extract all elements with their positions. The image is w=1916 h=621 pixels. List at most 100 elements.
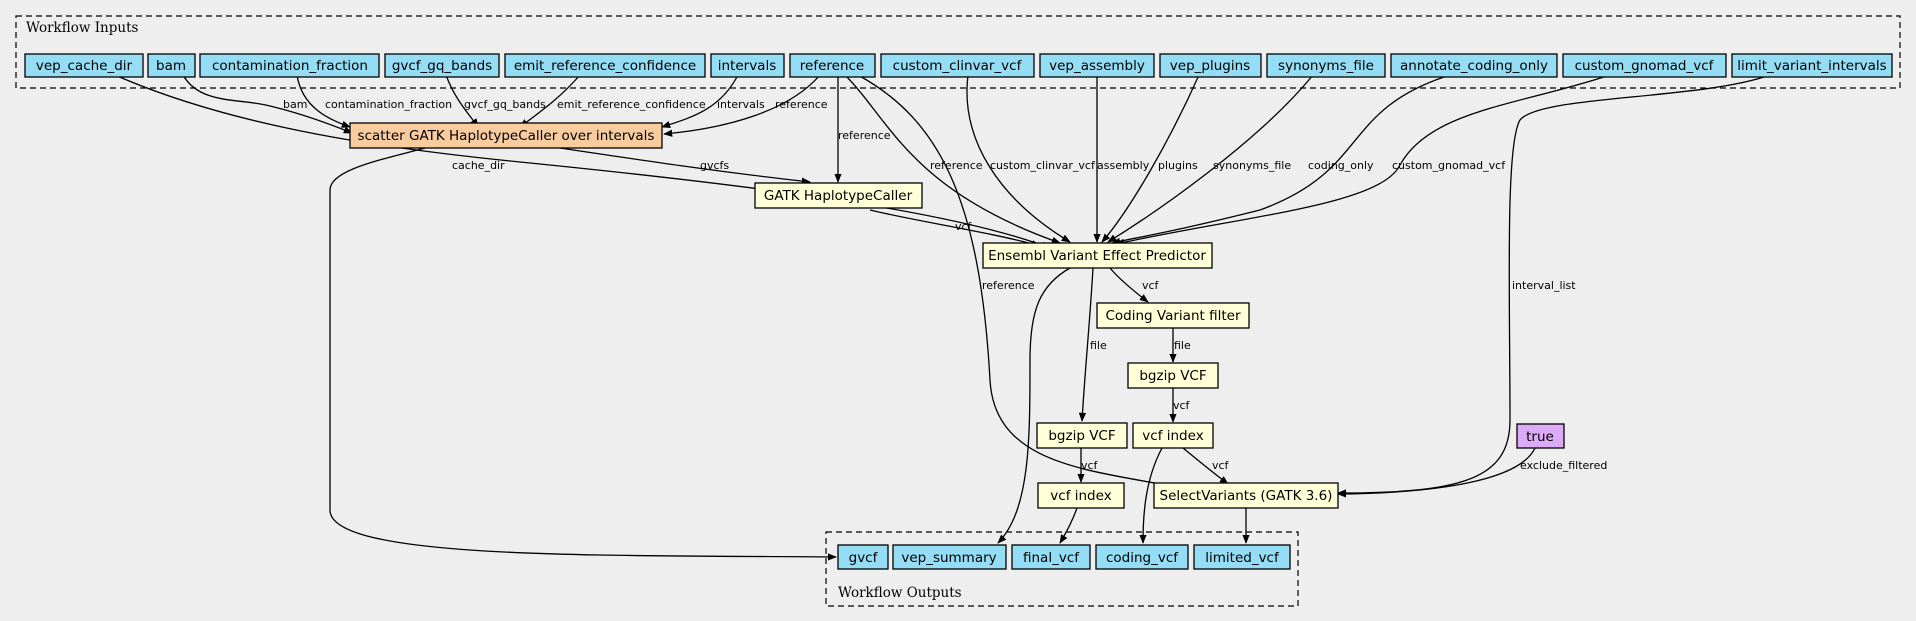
edge-vcf-hc-vep: [869, 209, 1041, 248]
input-node-label: vep_assembly: [1049, 58, 1145, 74]
edge-custom-clinvar-vcf: [966, 74, 1071, 243]
edge-label-vcf-bgzip-index-final: vcf: [1081, 459, 1099, 472]
step-node-bgzip-vcf-final[interactable]: bgzip VCF: [1036, 422, 1128, 449]
step-node-scatter-haplotypecaller[interactable]: scatter GATK HaplotypeCaller over interv…: [349, 122, 663, 149]
input-node-label: custom_clinvar_vcf: [893, 58, 1023, 74]
edge-label-file-vep-bgzip: file: [1090, 339, 1107, 352]
edge-label-coding-only: coding_only: [1308, 159, 1374, 172]
input-node-label: vep_cache_dir: [36, 58, 133, 74]
step-node-label: bgzip VCF: [1139, 368, 1206, 384]
input-node-vep-assembly[interactable]: vep_assembly: [1039, 53, 1155, 78]
input-node-annotate-coding-only[interactable]: annotate_coding_only: [1390, 53, 1558, 78]
edge-reference-select: [857, 74, 1191, 492]
output-node-gvcf[interactable]: gvcf: [837, 544, 889, 570]
edge-label-contamination-fraction: contamination_fraction: [325, 98, 452, 111]
step-node-label: vcf index: [1142, 428, 1203, 444]
edge-vcf-vep-filter: [1109, 267, 1149, 303]
input-node-label: annotate_coding_only: [1400, 58, 1548, 74]
input-node-contamination-fraction[interactable]: contamination_fraction: [199, 53, 380, 78]
edge-label-gvcfs: gvcfs: [700, 159, 729, 172]
edge-label-assembly: assembly: [1097, 159, 1150, 172]
step-node-vcf-index-final[interactable]: vcf index: [1037, 482, 1125, 509]
edge-label-custom-clinvar-vcf: custom_clinvar_vcf: [990, 159, 1096, 172]
edge-label-exclude-filtered: exclude_filtered: [1520, 459, 1607, 472]
output-node-label: gvcf: [849, 550, 879, 566]
edge-label-vcf-bgzip-index-coding: vcf: [1173, 399, 1191, 412]
edge-plugins: [1101, 74, 1200, 243]
input-node-synonyms-file[interactable]: synonyms_file: [1266, 53, 1386, 78]
input-node-label: contamination_fraction: [212, 58, 368, 74]
edge-vep-summary: [997, 267, 1071, 544]
step-nodes: scatter GATK HaplotypeCaller over interv…: [349, 122, 1565, 509]
edge-contamination-fraction: [296, 74, 351, 128]
step-node-label: Coding Variant filter: [1106, 308, 1241, 324]
edge-label-vcf-index-select: vcf: [1212, 459, 1230, 472]
input-node-label: gvcf_gq_bands: [392, 58, 492, 74]
edge-gvcf: [329, 147, 837, 561]
input-node-custom-clinvar-vcf[interactable]: custom_clinvar_vcf: [880, 53, 1035, 78]
input-node-label: custom_gnomad_vcf: [1575, 58, 1715, 74]
input-node-intervals[interactable]: intervals: [710, 53, 785, 78]
output-node-label: limited_vcf: [1205, 550, 1280, 566]
step-node-label: vcf index: [1050, 488, 1111, 504]
workflow-outputs-cluster: [825, 531, 1299, 607]
edge-custom-gnomad-vcf: [1115, 74, 1611, 246]
input-node-label: bam: [156, 58, 186, 74]
edge-reference-vep: [844, 74, 1061, 244]
output-node-limited-vcf[interactable]: limited_vcf: [1193, 544, 1291, 570]
input-node-label: emit_reference_confidence: [514, 58, 696, 74]
input-node-emit-reference-confidence[interactable]: emit_reference_confidence: [504, 53, 706, 78]
input-node-vep-cache-dir[interactable]: vep_cache_dir: [24, 53, 144, 78]
edge-label-file-filter-bgzip: file: [1174, 339, 1191, 352]
step-node-label: Ensembl Variant Effect Predictor: [988, 248, 1206, 264]
constant-node-true[interactable]: true: [1516, 423, 1565, 449]
edges: [114, 74, 1771, 561]
edge-label-interval-list: interval_list: [1512, 279, 1576, 292]
edge-final-vcf: [1059, 507, 1078, 544]
step-node-vep[interactable]: Ensembl Variant Effect Predictor: [982, 242, 1213, 269]
output-node-label: final_vcf: [1023, 550, 1080, 566]
input-node-bam[interactable]: bam: [147, 53, 196, 78]
output-nodes: gvcf vep_summary final_vcf coding_vcf li…: [837, 544, 1291, 570]
step-node-gatk-haplotypecaller[interactable]: GATK HaplotypeCaller: [754, 182, 923, 209]
input-node-limit-variant-intervals[interactable]: limit_variant_intervals: [1731, 53, 1893, 78]
step-node-label: SelectVariants (GATK 3.6): [1160, 488, 1333, 504]
step-node-label: scatter GATK HaplotypeCaller over interv…: [358, 128, 655, 144]
step-node-bgzip-vcf-coding[interactable]: bgzip VCF: [1127, 362, 1219, 389]
output-node-label: coding_vcf: [1106, 550, 1179, 566]
edge-exclude-filtered: [1337, 447, 1536, 498]
edge-label-reference-scatter: reference: [775, 98, 828, 111]
workflow-inputs-cluster: [15, 15, 1901, 89]
step-node-select-variants[interactable]: SelectVariants (GATK 3.6): [1153, 482, 1339, 509]
input-node-gvcf-gq-bands[interactable]: gvcf_gq_bands: [384, 53, 500, 78]
edge-label-plugins: plugins: [1158, 159, 1198, 172]
edge-synonyms-file: [1107, 74, 1314, 243]
edge-label-intervals: intervals: [717, 98, 765, 111]
edge-label-bam: bam: [283, 98, 307, 111]
input-nodes: vep_cache_dir bam contamination_fraction…: [24, 53, 1893, 78]
edge-file-vep-bgzip: [1078, 267, 1094, 422]
edge-label-reference-hc: reference: [838, 129, 891, 142]
output-node-final-vcf[interactable]: final_vcf: [1011, 544, 1091, 570]
edge-label-vcf-vep-filter: vcf: [1142, 279, 1160, 292]
edge-label-vcf-hc-vep: vcf: [955, 220, 973, 233]
output-node-label: vep_summary: [901, 550, 996, 566]
edge-labels: bam contamination_fraction gvcf_gq_bands…: [283, 98, 1607, 472]
step-node-vcf-index-coding[interactable]: vcf index: [1132, 422, 1214, 449]
input-node-reference[interactable]: reference: [789, 53, 876, 78]
workflow-outputs-label: Workflow Outputs: [838, 585, 962, 601]
step-node-label: bgzip VCF: [1048, 428, 1115, 444]
step-node-coding-variant-filter[interactable]: Coding Variant filter: [1096, 302, 1250, 329]
edge-coding-vcf: [1139, 447, 1163, 544]
output-node-coding-vcf[interactable]: coding_vcf: [1095, 544, 1189, 570]
output-node-vep-summary[interactable]: vep_summary: [892, 544, 1007, 570]
edge-label-gvcf-gq-bands: gvcf_gq_bands: [464, 98, 546, 111]
edge-coding-only: [1111, 74, 1451, 245]
input-node-custom-gnomad-vcf[interactable]: custom_gnomad_vcf: [1562, 53, 1727, 78]
edge-label-emit-reference-confidence: emit_reference_confidence: [557, 98, 706, 111]
edge-reference-scatter: [663, 74, 821, 137]
edge-label-reference-vep: reference: [930, 159, 983, 172]
edge-label-synonyms-file: synonyms_file: [1213, 159, 1291, 172]
input-node-vep-plugins[interactable]: vep_plugins: [1159, 53, 1262, 78]
